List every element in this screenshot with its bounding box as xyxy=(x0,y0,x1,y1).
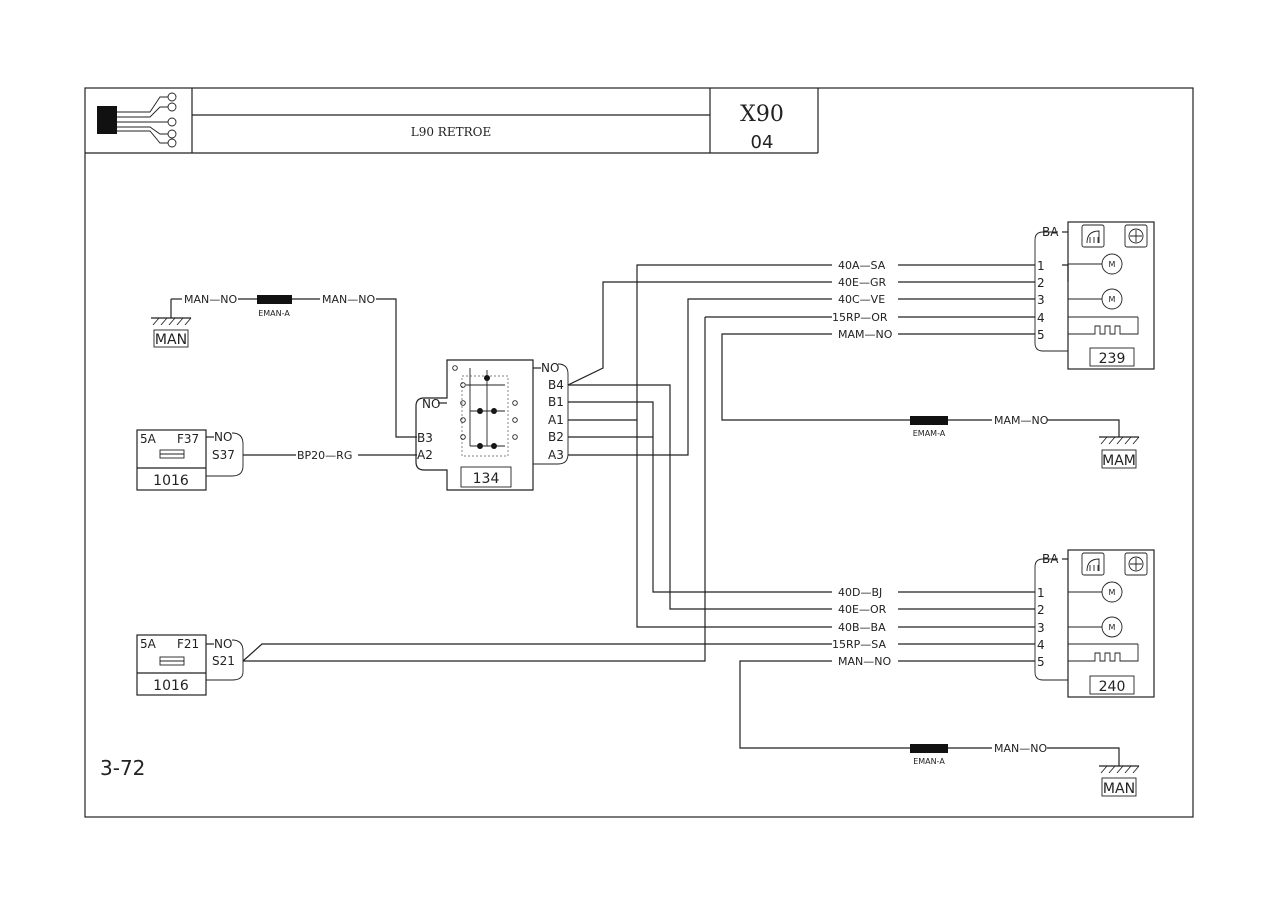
top-wire-labels: 40A—SA 40E—GR 40C—VE 15RP—OR MAM—NO xyxy=(832,258,898,342)
switch-pin-b1: B1 xyxy=(548,395,564,409)
model-code: X90 xyxy=(740,102,784,127)
motor-label: M xyxy=(1109,623,1116,632)
splice-eman-a-left xyxy=(257,295,292,304)
mirror-id: 240 xyxy=(1099,679,1126,695)
wire-label: MAN—NO xyxy=(838,655,891,668)
switch-pin-a1: A1 xyxy=(548,413,564,427)
wire-label: MAM—NO xyxy=(838,328,893,341)
title-block: L90 RETROE X90 04 xyxy=(85,88,819,154)
mirror-pin: 5 xyxy=(1037,655,1045,669)
wire-label: 15RP—OR xyxy=(832,311,888,324)
adjust-mirror-icon xyxy=(1124,224,1148,248)
ground-man-left: MAN xyxy=(151,299,192,348)
mirror-pin: 3 xyxy=(1037,293,1045,307)
switch-134: NO B3 A2 134 NO B4 B1 A1 B2 A3 xyxy=(415,359,569,491)
wire-label: MAN—NO xyxy=(322,293,375,306)
fuse-rating: 5A xyxy=(140,432,157,446)
switch-id: 134 xyxy=(473,471,500,487)
ground-label: MAN xyxy=(155,332,187,348)
connector-logo xyxy=(97,92,177,148)
wire-label: 15RP—SA xyxy=(832,638,886,651)
switch-pin-a2: A2 xyxy=(417,448,433,462)
splice-label: EMAN-A xyxy=(258,309,290,318)
fuse-pin: S37 xyxy=(212,448,235,462)
wire-label: 40C—VE xyxy=(838,293,885,306)
fuse-f37: 5A F37 1016 NO S37 xyxy=(136,429,244,491)
switch-pin-b2: B2 xyxy=(548,430,564,444)
heated-mirror-icon xyxy=(1081,552,1105,576)
mirror-pin: 2 xyxy=(1037,276,1045,290)
diagram-title: L90 RETROE xyxy=(411,125,491,139)
fuse-no: NO xyxy=(214,637,232,651)
fuse-f21: 5A F21 1016 NO S21 xyxy=(136,634,244,696)
switch-pin-b3: B3 xyxy=(417,431,433,445)
splice-eman-a-bottom xyxy=(910,744,948,753)
wire-label: 40A—SA xyxy=(838,259,886,272)
wire-label: MAN—NO xyxy=(184,293,237,306)
fuse-no: NO xyxy=(214,430,232,444)
mirror-pin: 4 xyxy=(1037,311,1045,325)
ground-mam-right: MAM xyxy=(1099,436,1140,469)
wire-label: 40E—GR xyxy=(838,276,886,289)
switch-no-right: NO xyxy=(541,361,559,375)
mirror-ba: BA xyxy=(1042,225,1059,239)
switch-contacts xyxy=(452,365,518,457)
bottom-wire-labels: 40D—BJ 40E—OR 40B—BA 15RP—SA MAN—NO xyxy=(832,585,898,669)
mirror-id: 239 xyxy=(1099,351,1126,367)
heating-element-icon xyxy=(1068,644,1139,662)
ground-label: MAN xyxy=(1103,781,1135,797)
wire-label: 40B—BA xyxy=(838,621,886,634)
splice-label: EMAN-A xyxy=(913,757,945,766)
mirror-ba: BA xyxy=(1042,552,1059,566)
version-code: 04 xyxy=(751,132,774,153)
wire-label: 40D—BJ xyxy=(838,586,882,599)
splice-label: EMAM-A xyxy=(913,429,946,438)
ground-man-right: MAN xyxy=(1099,765,1140,797)
fuse-rating: 5A xyxy=(140,637,157,651)
motor-label: M xyxy=(1109,295,1116,304)
switch-no-left: NO xyxy=(422,397,440,411)
mirror-pin: 1 xyxy=(1037,259,1045,273)
fuse-name: F21 xyxy=(177,637,199,651)
mirror-pin: 1 xyxy=(1037,586,1045,600)
splice-emam-a xyxy=(910,416,948,425)
fuse-name: F37 xyxy=(177,432,199,446)
adjust-mirror-icon xyxy=(1124,552,1148,576)
heated-mirror-icon xyxy=(1081,224,1105,248)
switch-pin-b4: B4 xyxy=(548,378,564,392)
wire-label: MAN—NO xyxy=(994,742,1047,755)
motor-label: M xyxy=(1109,260,1116,269)
mirror-240: BA 1 2 3 4 5 M M 240 xyxy=(1034,549,1155,698)
fuse-id: 1016 xyxy=(153,678,189,694)
mirror-pin: 3 xyxy=(1037,621,1045,635)
wire-label: 40E—OR xyxy=(838,603,887,616)
motor-label: M xyxy=(1109,588,1116,597)
heating-element-icon xyxy=(1068,317,1139,335)
ground-label: MAM xyxy=(1102,453,1136,469)
page-frame xyxy=(84,87,1194,818)
mirror-239: BA 1 2 3 4 5 M M 239 xyxy=(1034,221,1155,370)
switch-pin-a3: A3 xyxy=(548,448,564,462)
wire-label: MAM—NO xyxy=(994,414,1049,427)
mirror-pin: 4 xyxy=(1037,638,1045,652)
wire-label: BP20—RG xyxy=(297,449,352,462)
fuse-id: 1016 xyxy=(153,473,189,489)
mirror-pin: 2 xyxy=(1037,603,1045,617)
mirror-pin: 5 xyxy=(1037,328,1045,342)
page-reference: 3-72 xyxy=(100,756,145,780)
fuse-pin: S21 xyxy=(212,654,235,668)
